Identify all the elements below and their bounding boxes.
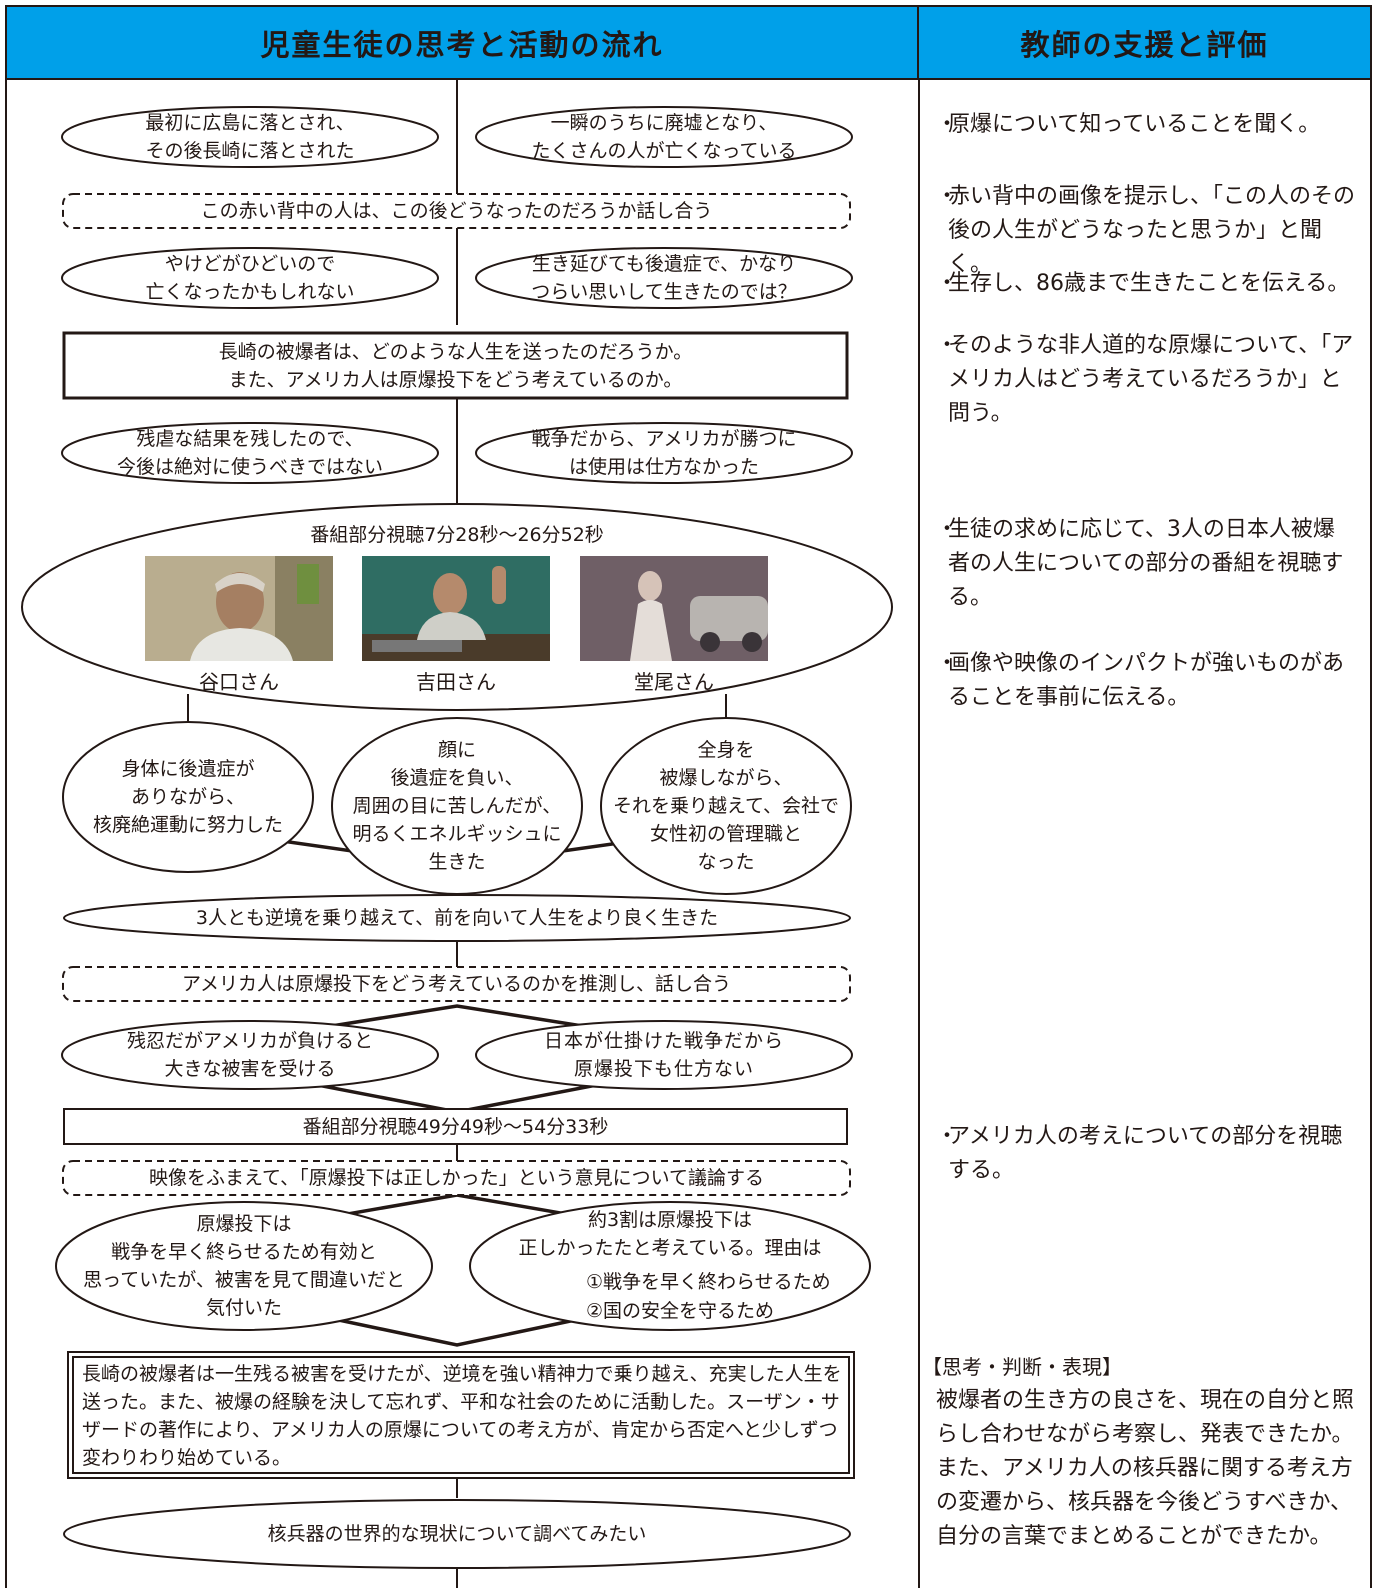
teacher-note-text: 生徒の求めに応じて、3人の日本人被爆者の人生についての部分の番組を視聴する。 <box>948 517 1344 610</box>
evaluation-body: 被爆者の生き方の良さを、現在の自分と照らし合わせながら考察し、発表できたか。また… <box>936 1388 1355 1549</box>
bullet: ・ <box>936 651 959 676</box>
circle-c1 <box>62 721 314 873</box>
header-teacher-support: 教師の支援と評価 <box>919 7 1370 78</box>
ellipse-e8 <box>61 1020 439 1090</box>
summary-text: 長崎の被爆者は一生残る被害を受けたが、逆境を強い精神力で乗り越え、充実した人生を… <box>82 1363 842 1469</box>
ellipse-e5 <box>61 422 439 484</box>
flow-text-e6: 戦争だから、アメリカが勝つに は使用は仕方なかった <box>531 428 797 478</box>
ellipse-e10 <box>55 1201 433 1331</box>
flow-text-viewing1: 番組部分視聴7分28秒～26分52秒 <box>310 524 604 546</box>
flow-text-e5: 残虐な結果を残したので、 今後は絶対に使うべきではない <box>116 428 383 478</box>
flow-text-e4: 生き延びても後遺症で、かなり つらい思いして生きたのでは？ <box>531 253 797 303</box>
ellipse-e4 <box>475 247 853 309</box>
flow-text-c1: 身体に後遺症が ありながら、 核廃絶運動に努力した <box>92 758 283 836</box>
teacher-note-7: ・ アメリカ人の考えについての部分を視聴する。 <box>936 1120 1356 1188</box>
flow-text-e3: やけどがひどいので 亡くなったかもしれない <box>145 253 355 303</box>
portrait-image-icon <box>362 556 550 661</box>
flow-text-e12: 核兵器の世界的な現状について調べてみたい <box>267 1523 647 1545</box>
person-label-1: 谷口さん <box>199 670 279 694</box>
bullet: ・ <box>936 184 959 209</box>
summary-box-inner <box>72 1356 850 1474</box>
teacher-note-6: ・ 画像や映像のインパクトが強いものがあることを事前に伝える。 <box>936 647 1356 715</box>
person-label-2: 吉田さん <box>416 670 496 694</box>
table-frame <box>5 5 1372 1588</box>
ellipse-e2 <box>475 106 853 168</box>
teacher-note-text: 生存し、86歳まで生きたことを伝える。 <box>948 271 1350 296</box>
dashed-box-d1 <box>62 193 851 229</box>
bullet: ・ <box>936 271 959 296</box>
flow-text-e8: 残忍だがアメリカが負けると 大きな被害を受ける <box>126 1030 374 1080</box>
header-student-flow: 児童生徒の思考と活動の流れ <box>7 7 919 78</box>
dashed-box-d2 <box>62 966 851 1002</box>
flow-text-question: 長崎の被爆者は、どのような人生を送ったのだろうか。 また、アメリカ人は原爆投下を… <box>218 340 693 391</box>
person-label-3: 堂尾さん <box>634 670 714 694</box>
flow-text-e7: 3人とも逆境を乗り越えて、前を向いて人生をより良く生きた <box>195 907 719 929</box>
ellipse-e1 <box>61 106 439 168</box>
teacher-note-4: ・ そのような非人道的な原爆について、「アメリカ人はどう考えているだろうか」と問… <box>936 329 1356 431</box>
flow-text-d3: 映像をふまえて、「原爆投下は正しかった」という意見について議論する <box>148 1167 765 1189</box>
flow-text-e1: 最初に広島に落とされ、 その後長崎に落とされた <box>145 112 355 162</box>
portrait-image-icon <box>145 556 333 661</box>
evaluation-criteria: 【思考・判断・表現】 被爆者の生き方の良さを、現在の自分と照らし合わせながら考察… <box>922 1350 1356 1554</box>
bullet: ・ <box>936 112 959 137</box>
flow-text-d1: この赤い背中の人は、この後どうなったのだろうか話し合う <box>200 200 713 222</box>
photo-taniguchi <box>145 556 333 661</box>
teacher-note-text: 画像や映像のインパクトが強いものがあることを事前に伝える。 <box>948 651 1345 710</box>
bullet: ・ <box>936 1124 959 1149</box>
ellipse-e12 <box>63 1499 851 1569</box>
column-divider <box>918 78 920 1588</box>
evaluation-title: 【思考・判断・表現】 <box>922 1355 1122 1379</box>
ellipse-e11 <box>469 1201 871 1331</box>
ellipse-e6 <box>475 422 853 484</box>
viewing-box-2 <box>63 1108 848 1145</box>
flow-text-viewing2: 番組部分視聴49分49秒～54分33秒 <box>302 1115 609 1138</box>
flow-diagram <box>21 80 893 1588</box>
flow-text-d2: アメリカ人は原爆投下をどう考えているのかを推測し、話し合う <box>181 973 732 995</box>
circle-c3 <box>600 717 852 895</box>
photo-yoshida <box>362 556 550 661</box>
teacher-note-5: ・ 生徒の求めに応じて、3人の日本人被爆者の人生についての部分の番組を視聴する。 <box>936 513 1356 615</box>
teacher-note-1: ・ 原爆について知っていることを聞く。 <box>936 108 1356 142</box>
teacher-note-text: 赤い背中の画像を提示し、「この人のその後の人生がどうなったと思うか」と聞く。 <box>948 184 1356 277</box>
teacher-note-text: アメリカ人の考えについての部分を視聴する。 <box>948 1124 1343 1183</box>
header-divider <box>7 78 1370 80</box>
photo-doo <box>580 556 768 661</box>
flow-text-e11-list: ①戦争を早く終わらせるため ②国の安全を守るため <box>586 1271 831 1322</box>
flow-text-e9: 日本が仕掛けた戦争だから 原爆投下も仕方ない <box>543 1030 784 1080</box>
portrait-image-icon <box>580 556 768 661</box>
ellipse-e9 <box>475 1020 853 1090</box>
teacher-note-2: ・ 赤い背中の画像を提示し、「この人のその後の人生がどうなったと思うか」と聞く。 <box>936 180 1356 282</box>
dashed-box-d3 <box>62 1160 851 1196</box>
bullet: ・ <box>936 333 959 358</box>
flow-text-c2: 顔に 後遺症を負い、 周囲の目に苦しんだが、 明るくエネルギッシュに 生きた <box>352 739 562 873</box>
bullet: ・ <box>936 517 959 542</box>
teacher-note-text: 原爆について知っていることを聞く。 <box>948 112 1321 137</box>
flow-text-c3: 全身を 被爆しながら、 それを乗り越えて、会社で 女性初の管理職と なった <box>612 739 840 873</box>
ellipse-e3 <box>61 247 439 309</box>
flow-text-e10: 原爆投下は 戦争を早く終らせるため有効と 思っていたが、被害を見て間違いだと 気… <box>83 1213 405 1319</box>
flow-text-e11-main: 約3割は原爆投下は 正しかったたと考えている。理由は <box>518 1209 822 1259</box>
teacher-note-3: ・ 生存し、86歳まで生きたことを伝える。 <box>936 267 1356 301</box>
question-box <box>62 331 849 400</box>
teacher-note-text: そのような非人道的な原爆について、「アメリカ人はどう考えているだろうか」と問う。 <box>948 333 1354 426</box>
flow-text-e2: 一瞬のうちに廃墟となり、 たくさんの人が亡くなっている <box>531 112 797 162</box>
ellipse-e7 <box>63 894 851 942</box>
